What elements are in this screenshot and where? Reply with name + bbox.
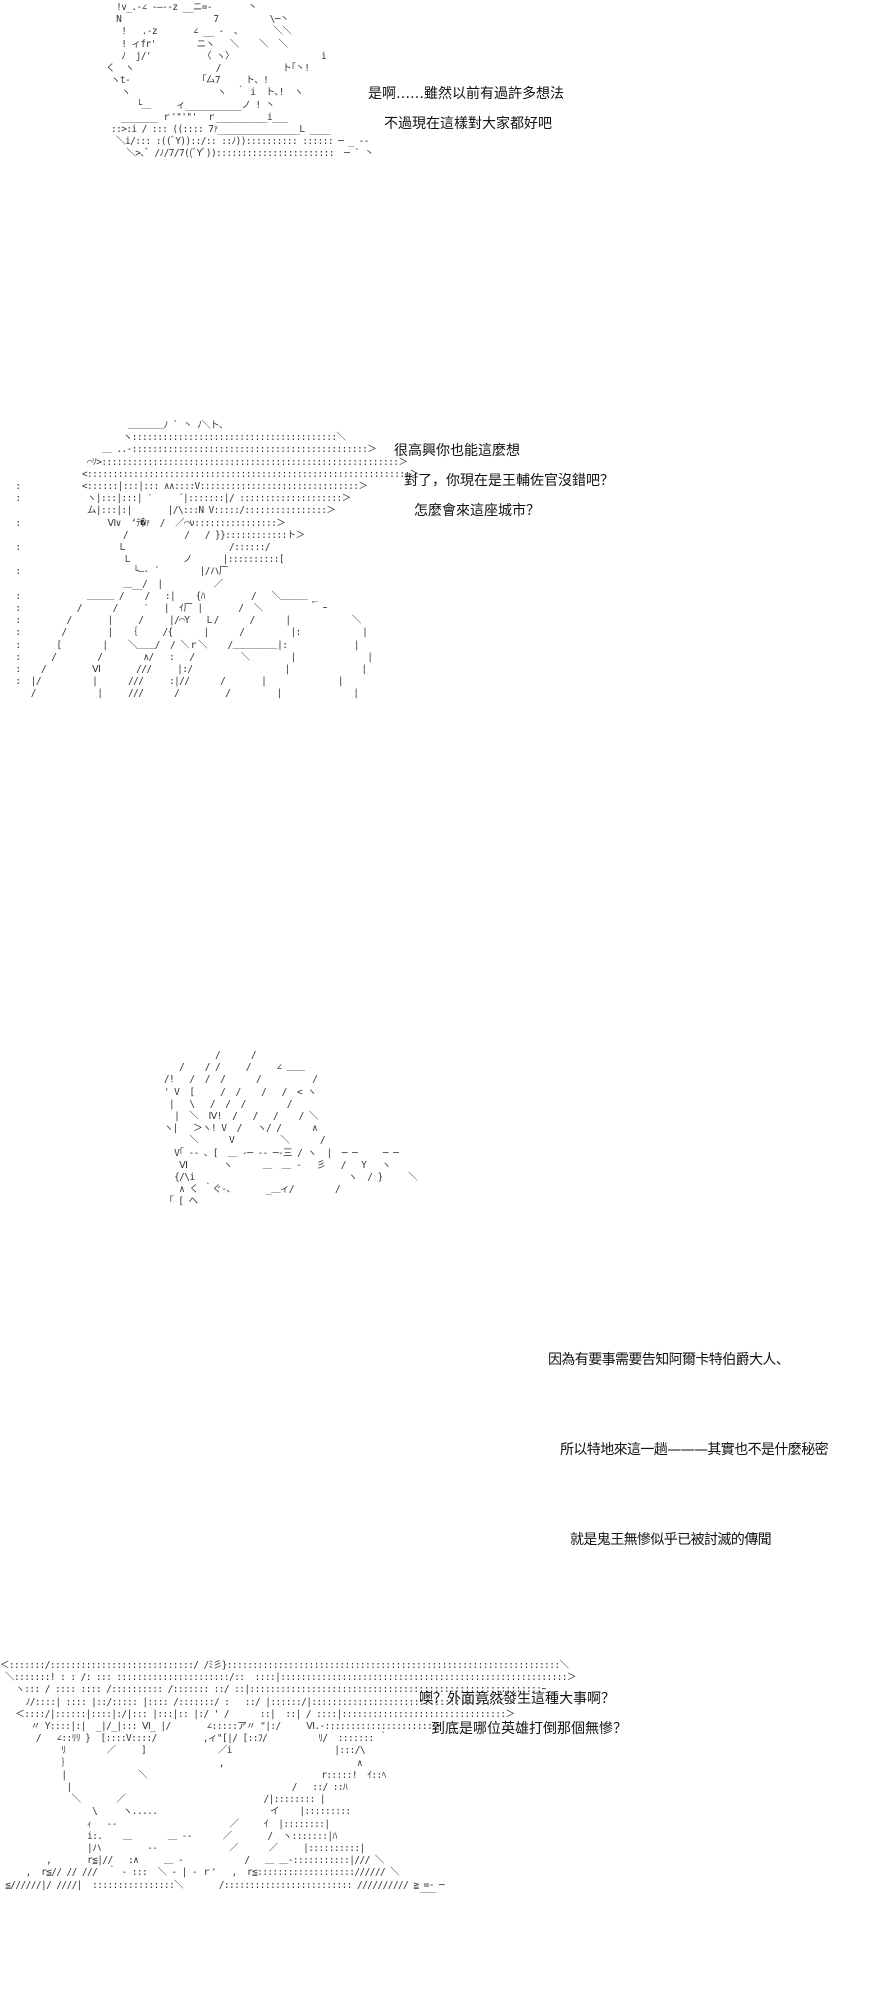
panel-1: !v_.-∠ -―--z __ニ=- 丶 N 7 \─丶 ! .-z ∠ __ … [0, 0, 896, 240]
dialogue-line: 是啊……雖然以前有過許多想法 [368, 86, 564, 102]
dialogue-4: 噢？外面竟然發生這種大事啊？ 到底是哪位英雄打倒那個無慘？ [419, 1684, 627, 1744]
panel-2: ＿＿＿＿ﾉ ` 丶 ﾉ＼ト､ ヽ::::::::::::::::::::::::… [0, 420, 896, 880]
dialogue-line: 所以特地來這一趟———其實也不是什麼秘密 [560, 1442, 829, 1458]
panel-3: / / / / / / ∠ ＿＿ /! / / / / / ' V [ / / … [0, 1050, 896, 1548]
dialogue-2: 很高興你也能這麼想 對了，你現在是王輔佐官沒錯吧？ 怎麼會來這座城市？ [394, 436, 614, 526]
ascii-art-character-3: / / / / / / ∠ ＿＿ /! / / / / / ' V [ / / … [0, 1050, 829, 1548]
dialogue-line: 噢？外面竟然發生這種大事啊？ [419, 1691, 615, 1707]
panel-4: ＜:::::::/::::::::::::::::::::::::::::/ /… [0, 1660, 896, 2000]
ascii-art-character-1: !v_.-∠ -―--z __ニ=- 丶 N 7 \─丶 ! .-z ∠ __ … [105, 2, 374, 160]
dialogue-line: 很高興你也能這麼想 [394, 443, 520, 459]
dialogue-3: 因為有要事需要告知阿爾卡特伯爵大人、 所以特地來這一趟———其實也不是什麼秘密 … [548, 1285, 829, 1585]
dialogue-1: 是啊……雖然以前有過許多想法 不過現在這樣對大家都好吧 [368, 79, 564, 139]
dialogue-line: 對了，你現在是王輔佐官沒錯吧？ [404, 473, 614, 489]
ascii-art-character-2: ＿＿＿＿ﾉ ` 丶 ﾉ＼ト､ ヽ::::::::::::::::::::::::… [15, 420, 419, 700]
dialogue-line: 就是鬼王無慘似乎已被討滅的傳聞 [570, 1532, 772, 1548]
ascii-art-character-4: ＜:::::::/::::::::::::::::::::::::::::/ /… [0, 1660, 576, 1903]
dialogue-line: 怎麼會來這座城市？ [414, 503, 540, 519]
dialogue-line: 因為有要事需要告知阿爾卡特伯爵大人、 [548, 1352, 790, 1368]
dialogue-line: 不過現在這樣對大家都好吧 [384, 116, 552, 132]
dialogue-line: 到底是哪位英雄打倒那個無慘？ [431, 1721, 627, 1737]
